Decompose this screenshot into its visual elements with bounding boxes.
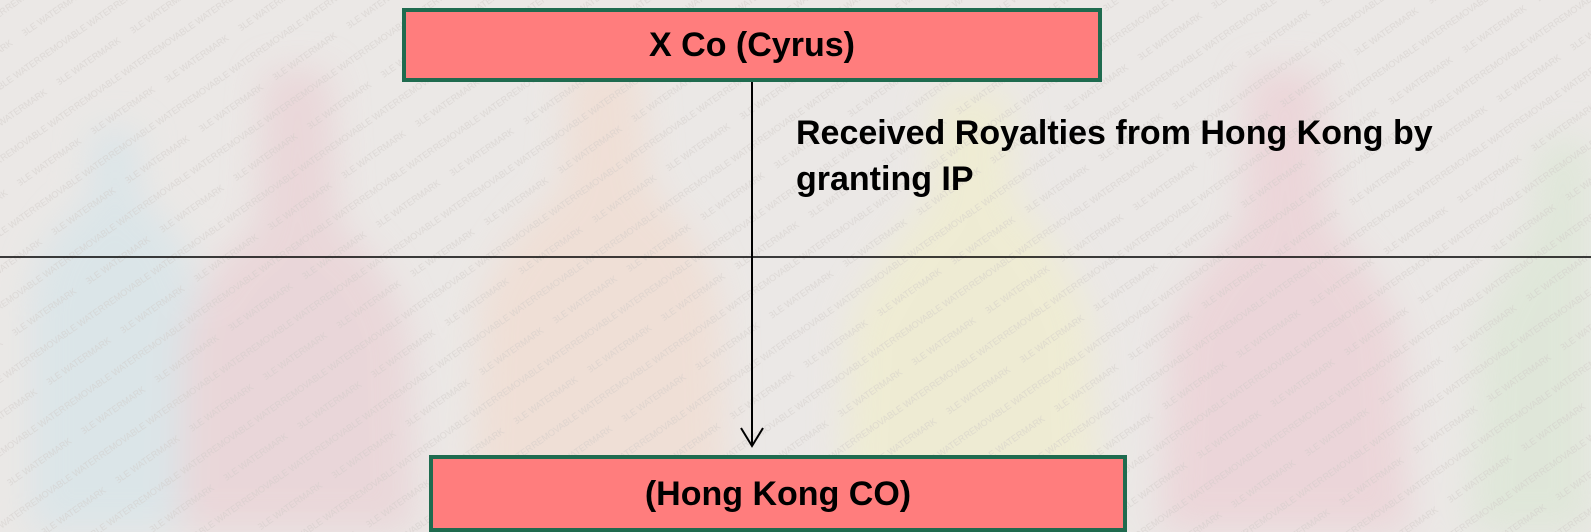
flow-arrowhead-icon	[740, 427, 764, 448]
entity-box-x-co: X Co (Cyrus)	[402, 8, 1102, 82]
flow-label: Received Royalties from Hong Kong by gra…	[796, 114, 1433, 198]
entity-label-x-co: X Co (Cyrus)	[649, 25, 855, 64]
entity-box-hong-kong-co: (Hong Kong CO)	[429, 455, 1127, 532]
entity-label-hong-kong-co: (Hong Kong CO)	[644, 475, 912, 513]
